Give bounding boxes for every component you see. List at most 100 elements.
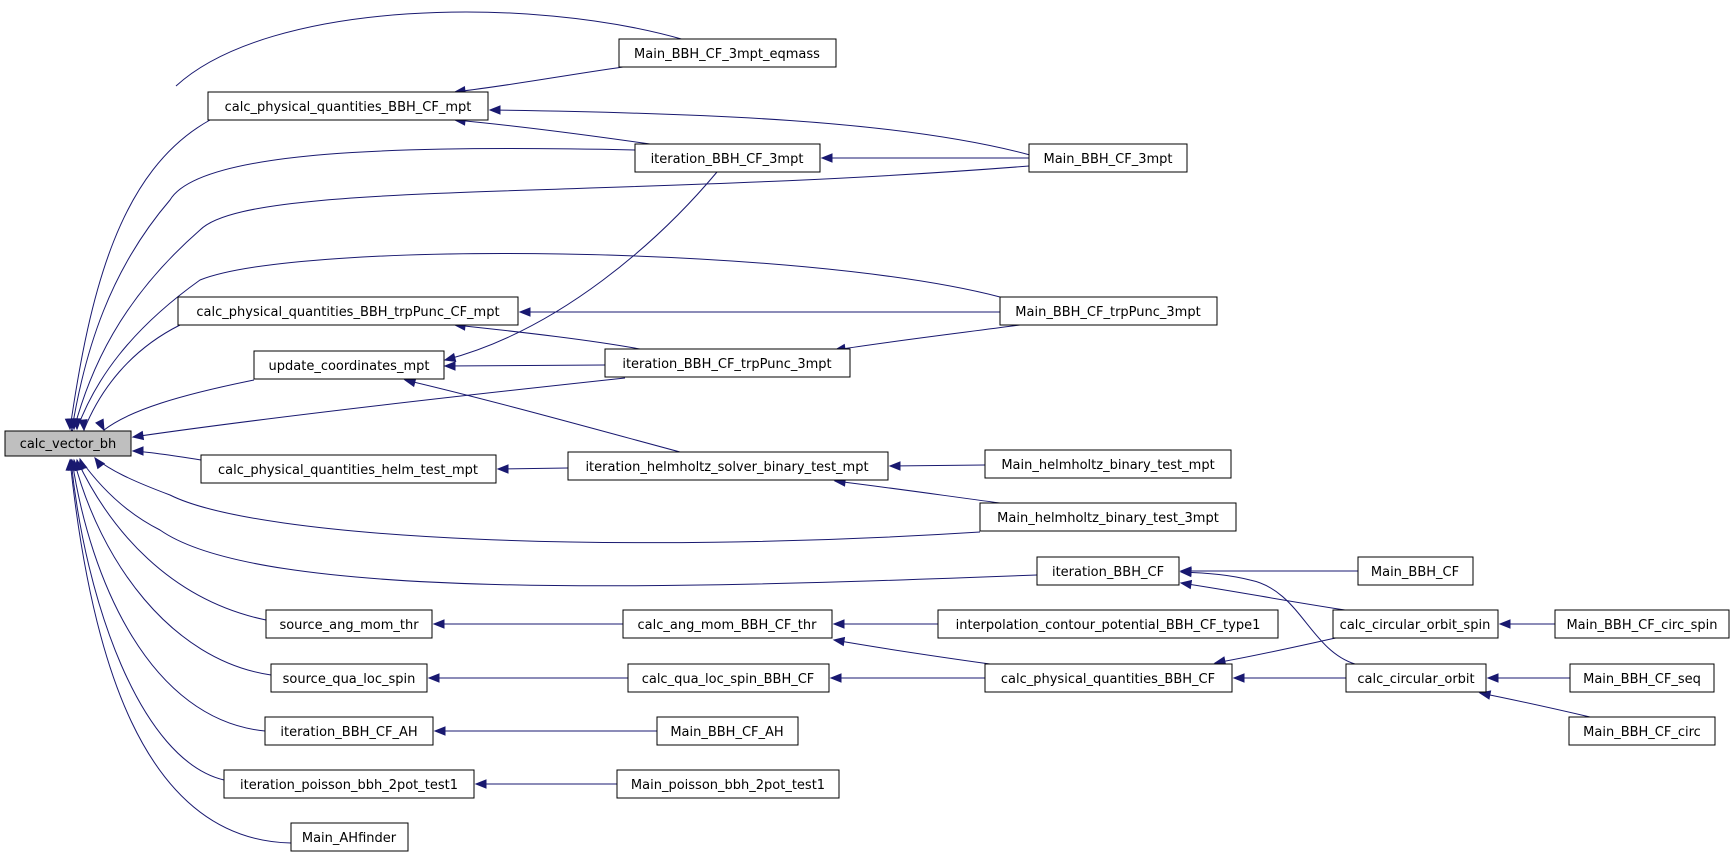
node-calc-ang-mom-bbh-cf-thr[interactable]: calc_ang_mom_BBH_CF_thr (622, 609, 833, 639)
edge-calc_vector_bh-to-Main_AHfinder (65, 458, 292, 844)
edge-line (834, 324, 1021, 351)
edge-calc_vector_bh-to-calc_physical_quantities_helm_test_mpt (131, 446, 202, 461)
node-label: Main_helmholtz_binary_test_3mpt (997, 511, 1219, 526)
edge-calc_physical_quantities_BBH_CF-to-calc_circular_orbit (1232, 673, 1346, 683)
node-main-bbh-cf-ah[interactable]: Main_BBH_CF_AH (656, 716, 799, 746)
node-label: update_coordinates_mpt (269, 359, 430, 374)
node-label: Main_BBH_CF_trpPunc_3mpt (1015, 305, 1200, 320)
node-main-helmholtz-binary-test-3mpt[interactable]: Main_helmholtz_binary_test_3mpt (979, 502, 1237, 532)
node-main-ahfinder[interactable]: Main_AHfinder (290, 822, 409, 852)
edge-line (834, 480, 1001, 504)
node-main-poisson-bbh-2pot-test1[interactable]: Main_poisson_bbh_2pot_test1 (616, 769, 840, 799)
edges-layer (64, 11, 1591, 844)
node-label: calc_physical_quantities_BBH_CF_mpt (225, 100, 472, 115)
edge-line (454, 66, 624, 93)
edge-iteration_helmholtz_solver_binary_test_mpt-to-Main_helmholtz_binary_test_3mpt (833, 477, 1001, 504)
node-calc-physical-quantities-bbh-cf[interactable]: calc_physical_quantities_BBH_CF (984, 663, 1233, 693)
edge-arrowhead (403, 377, 417, 388)
edge-arrowhead (71, 418, 82, 431)
edge-line (1479, 692, 1591, 718)
node-calc-qua-loc-spin-bbh-cf[interactable]: calc_qua_loc_spin_BBH_CF (627, 663, 830, 693)
edge-line (76, 459, 267, 621)
node-update-coordinates-mpt[interactable]: update_coordinates_mpt (253, 350, 445, 380)
node-main-helmholtz-binary-test-mpt[interactable]: Main_helmholtz_binary_test_mpt (984, 449, 1232, 479)
edge-update_coordinates_mpt-to-iteration_BBH_CF_trpPunc_3mpt (443, 361, 606, 371)
edge-arrowhead (888, 461, 901, 471)
edge-calc_ang_mom_BBH_CF_thr-to-calc_physical_quantities_BBH_CF (832, 636, 991, 665)
edge-calc_ang_mom_BBH_CF_thr-to-interpolation_contour_potential_BBH_CF_type1 (832, 619, 938, 629)
edge-line (132, 377, 626, 438)
edge-calc_vector_bh-to-source_ang_mom_thr (74, 458, 267, 621)
edge-arrowhead (131, 430, 145, 441)
node-label: Main_BBH_CF (1371, 565, 1459, 580)
edge-line (833, 639, 991, 665)
node-label: calc_physical_quantities_helm_test_mpt (218, 463, 478, 478)
node-main-bbh-cf-3mpt-eqmass[interactable]: Main_BBH_CF_3mpt_eqmass (618, 38, 837, 68)
edge-calc_vector_bh-to-iteration_BBH_CF_trpPunc_3mpt (131, 377, 626, 441)
edge-calc_physical_quantities_BBH_trpPunc_CF_mpt-to-iteration_BBH_CF_trpPunc_3mpt (453, 321, 641, 350)
edge-arrowhead (829, 673, 842, 683)
edge-calc_circular_orbit_spin-to-Main_BBH_CF_circ_spin (1498, 619, 1555, 629)
node-iteration-bbh-cf-3mpt[interactable]: iteration_BBH_CF_3mpt (634, 143, 821, 173)
edge-iteration_BBH_CF_3mpt-to-Main_BBH_CF_3mpt (820, 153, 1029, 163)
edge-arrowhead (1498, 619, 1511, 629)
node-label: iteration_helmholtz_solver_binary_test_m… (585, 460, 868, 475)
node-iteration-bbh-cf-trppunc-3mpt[interactable]: iteration_BBH_CF_trpPunc_3mpt (604, 348, 851, 378)
edge-arrowhead (95, 418, 105, 432)
edge-arrowhead (488, 105, 501, 115)
edge-calc_physical_quantities_BBH_trpPunc_CF_mpt-to-Main_BBH_CF_trpPunc_3mpt (518, 307, 1000, 317)
node-label: iteration_poisson_bbh_2pot_test1 (240, 778, 458, 793)
node-label: calc_physical_quantities_BBH_trpPunc_CF_… (196, 305, 499, 320)
edge-arrowhead (832, 636, 846, 647)
edge-line (94, 457, 981, 544)
edge-calc_physical_quantities_BBH_CF_mpt-to-iteration_BBH_CF_3mpt (453, 116, 651, 145)
edge-line (76, 253, 1001, 430)
node-main-bbh-cf-3mpt[interactable]: Main_BBH_CF_3mpt (1028, 143, 1188, 173)
node-main-bbh-cf-trppunc-3mpt[interactable]: Main_BBH_CF_trpPunc_3mpt (999, 296, 1218, 326)
edge-calc_vector_bh-to-iteration_poisson_bbh_2pot_test1 (66, 458, 225, 781)
node-source-qua-loc-spin[interactable]: source_qua_loc_spin (270, 663, 428, 693)
node-calc-circular-orbit-spin[interactable]: calc_circular_orbit_spin (1332, 609, 1499, 639)
edge-arrowhead (820, 153, 833, 163)
node-main-bbh-cf[interactable]: Main_BBH_CF (1357, 556, 1474, 586)
node-label: Main_AHfinder (302, 831, 397, 846)
node-interpolation-contour-potential-bbh-cf-type1[interactable]: interpolation_contour_potential_BBH_CF_t… (937, 609, 1279, 639)
edge-update_coordinates_mpt-to-iteration_helmholtz_solver_binary_test_mpt (403, 377, 681, 453)
node-label: source_ang_mom_thr (279, 618, 419, 633)
node-calc-circular-orbit[interactable]: calc_circular_orbit (1345, 663, 1487, 693)
edge-arrowhead (65, 458, 75, 471)
node-calc-physical-quantities-bbh-cf-mpt[interactable]: calc_physical_quantities_BBH_CF_mpt (207, 91, 489, 121)
node-label: iteration_BBH_CF_trpPunc_3mpt (622, 357, 831, 372)
node-label: calc_qua_loc_spin_BBH_CF (642, 672, 815, 687)
edge-line (454, 119, 651, 145)
edge-calc_qua_loc_spin_BBH_CF-to-calc_physical_quantities_BBH_CF (829, 673, 985, 683)
edge-arrowhead (78, 419, 88, 432)
node-iteration-helmholtz-solver-binary-test-mpt[interactable]: iteration_helmholtz_solver_binary_test_m… (567, 451, 889, 481)
node-iteration-bbh-cf-ah[interactable]: iteration_BBH_CF_AH (264, 716, 434, 746)
node-label: Main_helmholtz_binary_test_mpt (1001, 458, 1214, 473)
edge-iteration_poisson_bbh_2pot_test1-to-Main_poisson_bbh_2pot_test1 (474, 779, 617, 789)
edge-calc_circular_orbit-to-Main_BBH_CF_circ (1478, 690, 1591, 718)
edge-line (175, 11, 686, 87)
node-source-ang-mom-thr[interactable]: source_ang_mom_thr (265, 609, 433, 639)
node-iteration-poisson-bbh-2pot-test1[interactable]: iteration_poisson_bbh_2pot_test1 (223, 769, 475, 799)
node-calc-physical-quantities-helm-test-mpt[interactable]: calc_physical_quantities_helm_test_mpt (200, 454, 497, 484)
node-main-bbh-cf-seq[interactable]: Main_BBH_CF_seq (1569, 663, 1715, 693)
node-label: calc_ang_mom_BBH_CF_thr (638, 618, 818, 633)
node-calc-physical-quantities-bbh-trppunc-cf-mpt[interactable]: calc_physical_quantities_BBH_trpPunc_CF_… (177, 296, 519, 326)
edge-calc_physical_quantities_BBH_CF-to-calc_circular_orbit_spin (1213, 636, 1341, 666)
edge-iteration_helmholtz_solver_binary_test_mpt-to-Main_helmholtz_binary_test_mpt (888, 461, 986, 471)
node-calc-vector-bh[interactable]: calc_vector_bh (4, 430, 132, 457)
edge-arrowhead (832, 619, 845, 629)
edge-line (444, 364, 606, 367)
node-main-bbh-cf-circ-spin[interactable]: Main_BBH_CF_circ_spin (1554, 609, 1730, 639)
edge-arrowhead (433, 726, 446, 736)
edge-calc_vector_bh-to-iteration_BBH_CF_AH (67, 458, 266, 732)
edge-line (497, 467, 569, 470)
nodes-layer: calc_vector_bh Main_BBH_CF_3mpt_eqmass c… (4, 38, 1730, 852)
node-iteration-bbh-cf[interactable]: iteration_BBH_CF (1036, 556, 1180, 586)
node-main-bbh-cf-circ[interactable]: Main_BBH_CF_circ (1568, 716, 1716, 746)
edge-arrowhead (443, 352, 457, 363)
edge-calc_vector_bh-to-Main_helmholtz_binary_test_3mpt (94, 456, 981, 544)
